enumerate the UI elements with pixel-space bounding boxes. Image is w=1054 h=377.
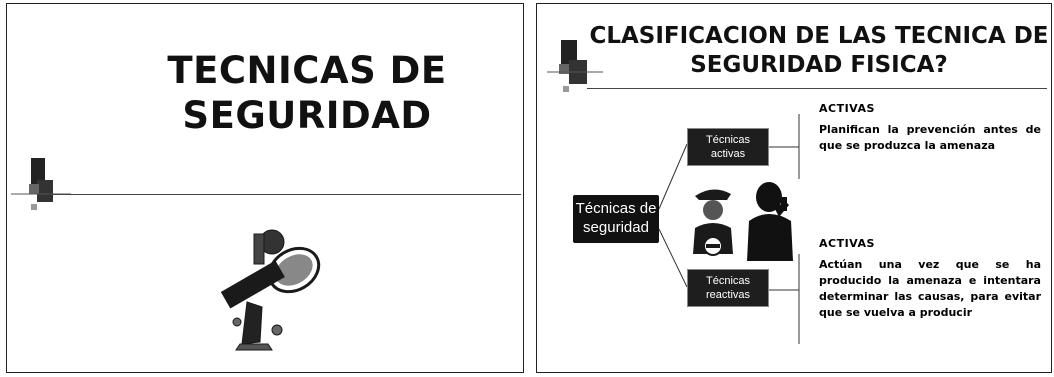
slide-title-line-2: SEGURIDAD [182,94,432,137]
slide-clasificacion: CLASIFICACION DE LAS TECNICA DE SEGURIDA… [536,3,1052,373]
active-box-line-2: activas [710,148,746,160]
active-description: Planifican la prevención antes de que se… [819,123,1041,152]
telescope-illustration-icon [220,229,321,351]
reactive-technique-box: Técnicas reactivas [687,269,769,307]
silence-silhouette-icon [747,182,793,261]
active-heading: ACTIVAS [819,102,875,115]
reactive-box-line-2: reactivas [705,289,751,301]
root-technique-box: Técnicas de seguridad [573,195,659,243]
root-box-line-1: Técnicas de [575,200,657,217]
diagram-connectors [658,114,800,344]
active-technique-box: Técnicas activas [687,128,769,166]
slide-tecnicas-de-seguridad: TECNICAS DE SEGURIDAD [6,3,524,373]
active-box-line-1: Técnicas [705,134,751,146]
slide-title: TECNICAS DE SEGURIDAD [97,48,517,138]
slide-title-line-1: CLASIFICACION DE LAS TECNICA DE [589,23,1049,49]
root-box-line-2: seguridad [583,219,649,236]
reactive-heading: ACTIVAS [819,237,875,250]
decorative-blocks-icon [11,158,71,210]
slide-title-line-2: SEGURIDAD FISICA? [690,52,948,78]
decorative-blocks-icon [547,40,603,92]
slide-title: CLASIFICACION DE LAS TECNICA DE SEGURIDA… [589,22,1049,80]
slide-title-line-1: TECNICAS DE [167,49,447,92]
security-guard-icon [693,189,733,256]
divider-line [587,88,1047,89]
reactive-description: Actúan una vez que se ha producido la am… [819,258,1041,319]
reactive-box-line-1: Técnicas [705,275,751,287]
divider-line [47,194,521,195]
